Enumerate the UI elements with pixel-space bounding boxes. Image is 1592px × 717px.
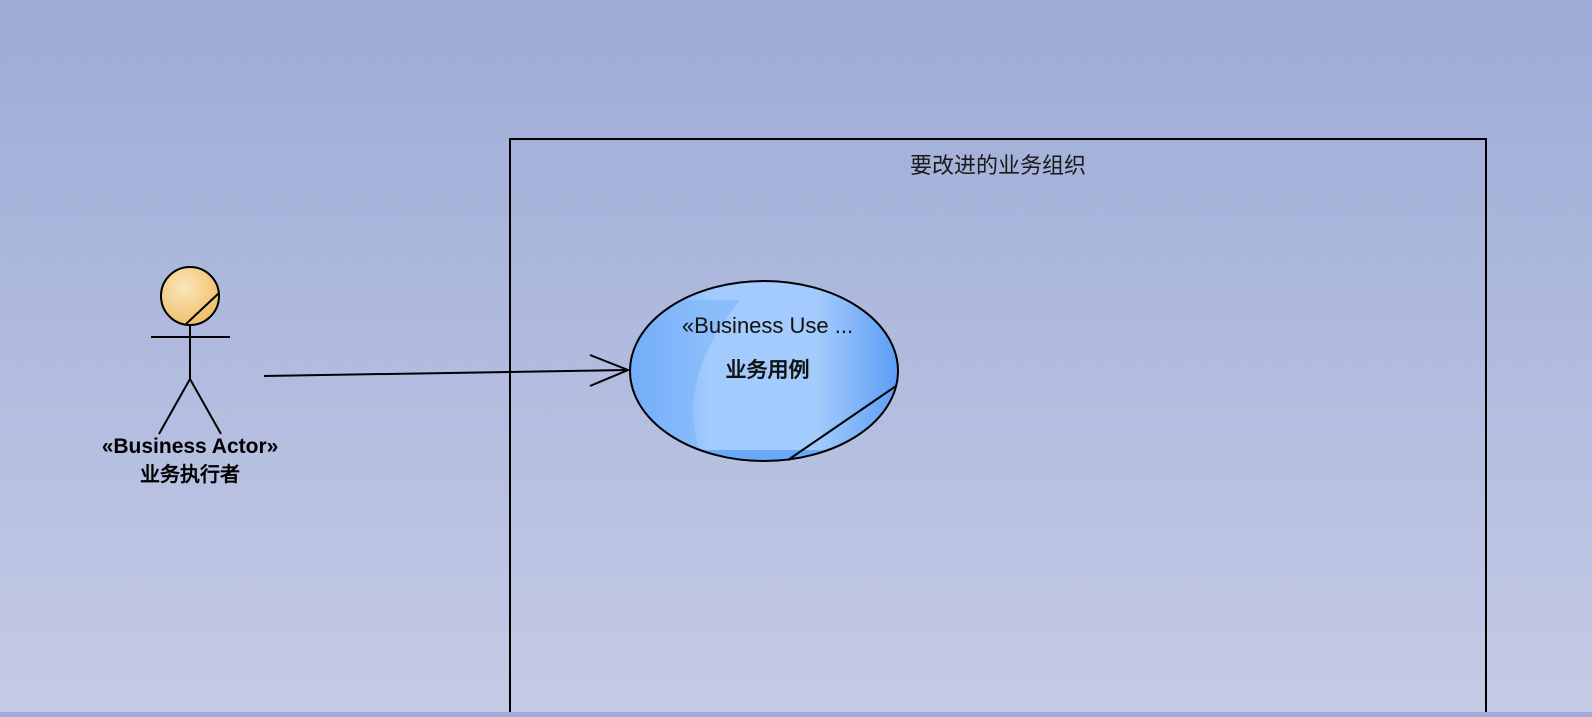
use-case-stereotype: «Business Use ... <box>681 313 854 338</box>
association-arrow[interactable] <box>263 354 631 387</box>
use-case-name: 业务用例 <box>725 358 810 382</box>
actor-name: 业务执行者 <box>140 462 240 486</box>
business-actor-icon[interactable] <box>151 266 230 435</box>
actor-stereotype: «Business Actor» <box>101 435 279 458</box>
boundary-title: 要改进的业务组织 <box>909 154 1086 179</box>
organization-boundary[interactable] <box>509 138 1487 717</box>
actor-label: «Business Actor» 业务执行者 <box>60 434 320 488</box>
